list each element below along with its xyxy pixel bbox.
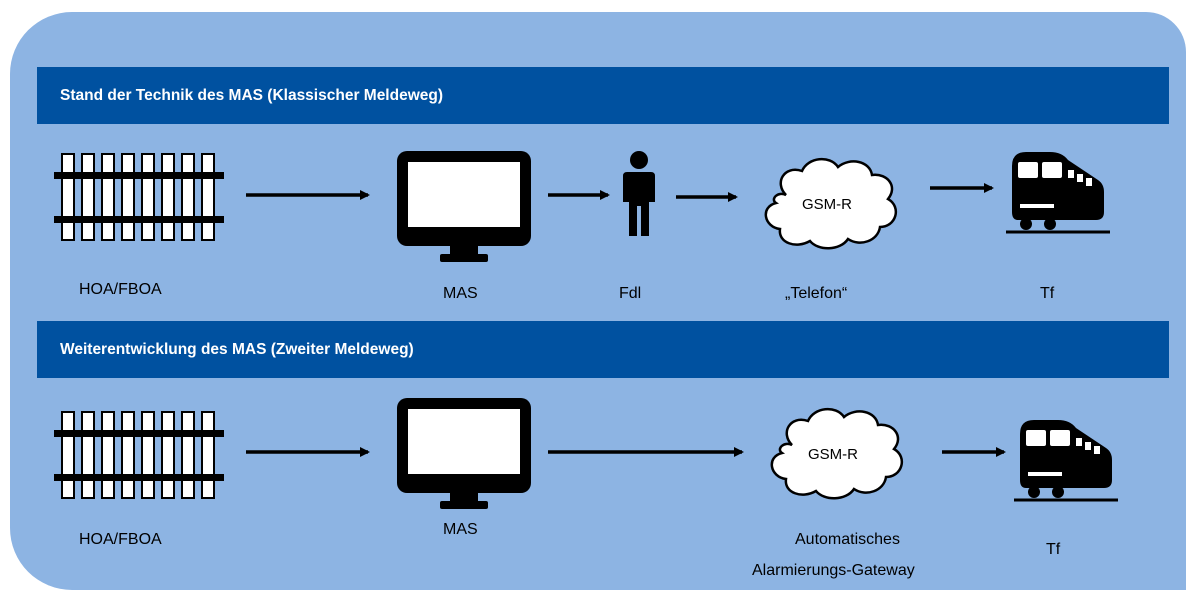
section-title: Stand der Technik des MAS (Klassischer M… — [60, 87, 444, 104]
cloud-label: GSM-R — [802, 196, 852, 213]
monitor-icon — [397, 151, 531, 262]
person-icon — [623, 151, 655, 236]
section-header-classic: Stand der Technik des MAS (Klassischer M… — [37, 67, 1169, 124]
gateway-label-line2: Alarmierungs-Gateway — [752, 562, 915, 579]
train-icon — [1012, 418, 1120, 502]
railway-track-icon — [53, 411, 225, 499]
fdl-label: Fdl — [619, 285, 642, 302]
arrow-right-icon — [942, 447, 1006, 457]
arrow-right-icon — [548, 190, 610, 200]
cloud-icon: GSM-R — [770, 407, 904, 500]
arrow-right-icon — [246, 447, 370, 457]
section-title: Weiterentwicklung des MAS (Zweiter Melde… — [60, 341, 414, 358]
monitor-icon — [397, 398, 531, 509]
arrow-right-icon — [676, 192, 738, 202]
section-header-advanced: Weiterentwicklung des MAS (Zweiter Melde… — [37, 321, 1169, 378]
railway-track-icon — [53, 153, 225, 241]
train-icon — [1004, 150, 1112, 234]
mas-label: MAS — [443, 285, 478, 302]
tf-label: Tf — [1046, 541, 1061, 558]
hoa-label: HOA/FBOA — [79, 281, 162, 298]
arrow-right-icon — [246, 190, 370, 200]
mas-label: MAS — [443, 521, 478, 538]
arrow-right-icon — [548, 447, 744, 457]
tf-label: Tf — [1040, 285, 1055, 302]
cloud-label: GSM-R — [808, 446, 858, 463]
gateway-label-line1: Automatisches — [795, 531, 900, 548]
arrow-right-icon — [930, 183, 994, 193]
cloud-icon: GSM-R — [764, 157, 898, 250]
telefon-label: „Telefon“ — [785, 285, 848, 302]
hoa-label: HOA/FBOA — [79, 531, 162, 548]
